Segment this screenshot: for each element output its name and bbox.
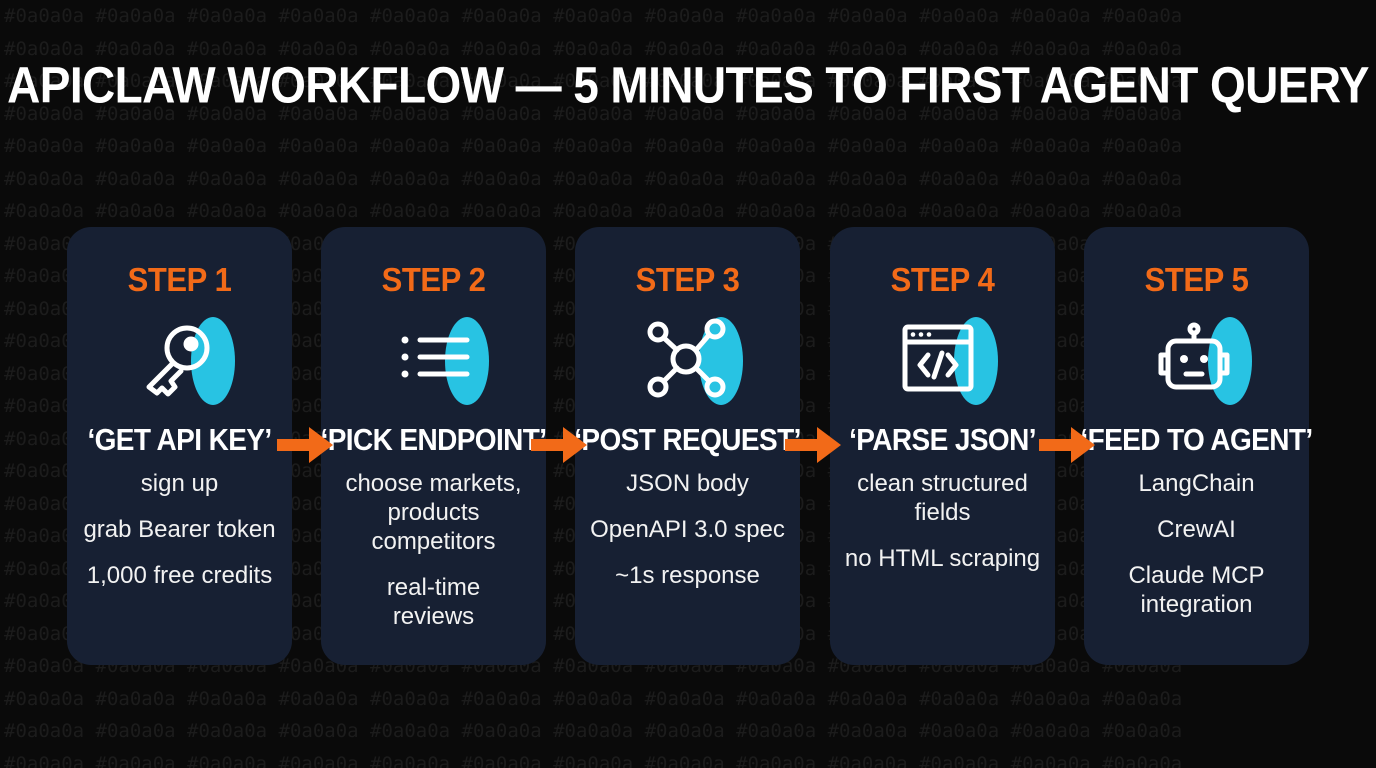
arrow-right-icon xyxy=(1039,427,1095,463)
step-line: reviews xyxy=(392,603,475,630)
step-heading: ‘GET API KEY’ xyxy=(87,422,272,457)
step-line: competitors xyxy=(371,528,496,555)
step-line: OpenAPI 3.0 spec xyxy=(590,516,785,543)
arrow-right-icon xyxy=(531,427,587,463)
step-line: real-time xyxy=(386,574,481,601)
step-label: STEP 5 xyxy=(1144,260,1249,299)
step-line: choose markets, xyxy=(345,470,522,497)
step-description: LangChain CrewAI Claude MCP integration xyxy=(1092,469,1301,636)
step-description: sign up grab Bearer token 1,000 free cre… xyxy=(75,469,284,607)
step-label: STEP 1 xyxy=(127,260,232,299)
step-line: 1,000 free credits xyxy=(86,562,273,589)
step-line: fields xyxy=(914,499,971,526)
icon-blob xyxy=(444,317,489,405)
key-icon xyxy=(135,315,235,407)
step-line: grab Bearer token xyxy=(83,516,276,543)
step-line: ~1s response xyxy=(615,562,760,589)
step-card-3: STEP 3 ‘POST REQUEST’ JSON body OpenAPI … xyxy=(574,227,801,665)
step-line: CrewAI xyxy=(1157,516,1236,543)
step-description: choose markets, products competitors rea… xyxy=(329,469,538,648)
icon-blob xyxy=(1207,317,1252,405)
code-window-icon xyxy=(898,315,998,407)
step-line: no HTML scraping xyxy=(844,545,1041,572)
step-card-4: STEP 4 ‘PARSE JSON’ clean structured fie… xyxy=(830,227,1055,665)
list-icon xyxy=(389,315,489,407)
step-line: clean structured xyxy=(857,470,1028,497)
arrow-right-icon xyxy=(277,427,333,463)
step-card-2: STEP 2 ‘PICK ENDPOINT’ choose markets, p… xyxy=(321,227,547,665)
step-line: products xyxy=(387,499,480,526)
step-label: STEP 4 xyxy=(890,260,995,299)
step-heading: ‘PARSE JSON’ xyxy=(849,422,1036,457)
step-line: Claude MCP xyxy=(1128,562,1265,589)
step-description: clean structured fields no HTML scraping xyxy=(838,469,1047,590)
step-card-1: STEP 1 ‘GET API KEY’ sign up grab Bearer… xyxy=(67,227,292,665)
step-card-5: STEP 5 ‘FEED TO AGENT’ LangChain CrewAI … xyxy=(1080,227,1313,665)
step-label: STEP 3 xyxy=(635,260,740,299)
step-heading: ‘POST REQUEST’ xyxy=(574,422,801,457)
robot-icon xyxy=(1152,315,1252,407)
step-line: JSON body xyxy=(626,470,749,497)
network-icon xyxy=(643,315,743,407)
step-heading: ‘PICK ENDPOINT’ xyxy=(320,422,548,457)
step-line: sign up xyxy=(140,470,219,497)
step-heading: ‘FEED TO AGENT’ xyxy=(1080,422,1313,457)
arrow-right-icon xyxy=(785,427,841,463)
step-line: integration xyxy=(1140,591,1253,618)
step-description: JSON body OpenAPI 3.0 spec ~1s response xyxy=(583,469,792,607)
page-title: APICLAW WORKFLOW — 5 MINUTES TO FIRST AG… xyxy=(7,56,1369,114)
step-line: LangChain xyxy=(1138,470,1255,497)
step-label: STEP 2 xyxy=(381,260,486,299)
